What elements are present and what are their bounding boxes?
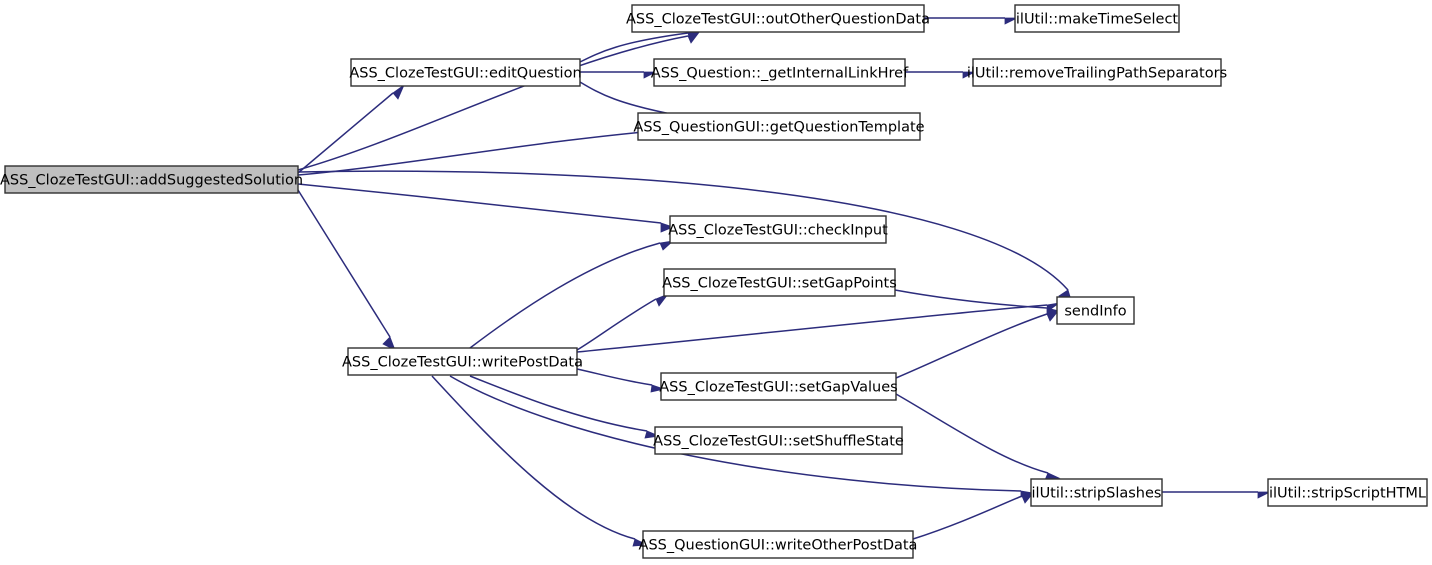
node-box[interactable] — [653, 58, 906, 87]
edge-line — [297, 128, 678, 176]
node-box[interactable] — [350, 58, 581, 87]
node-label: ASS_ClozeTestGUI::outOtherQuestionData — [626, 12, 930, 28]
edge-line — [895, 393, 1049, 474]
node-label: ilUtil::stripScriptHTML — [1269, 486, 1426, 502]
graph-node-addSuggestedSolution[interactable]: ASS_ClozeTestGUI::addSuggestedSolution — [0, 165, 303, 194]
node-label: ASS_ClozeTestGUI::writePostData — [342, 355, 583, 371]
graph-node-stripScriptHTML[interactable]: ilUtil::stripScriptHTML — [1267, 478, 1428, 507]
node-box[interactable] — [642, 530, 914, 559]
edge-line — [912, 495, 1023, 540]
edge-line — [576, 298, 657, 351]
edge-line — [297, 92, 394, 174]
edge-line — [297, 35, 689, 171]
edge-line — [431, 375, 636, 540]
node-box[interactable] — [347, 347, 578, 376]
node-label: ASS_ClozeTestGUI::setGapValues — [659, 380, 897, 396]
arrowhead-icon — [962, 71, 976, 79]
edge-line — [579, 32, 689, 63]
arrowhead-icon — [650, 384, 666, 393]
graph-node-getQuestionTemplate[interactable]: ASS_QuestionGUI::getQuestionTemplate — [633, 112, 925, 141]
edge-line — [579, 81, 682, 117]
edge-setGapValues-to-sendInfo — [895, 309, 1061, 379]
node-label: ilUtil::makeTimeSelect — [1016, 12, 1179, 28]
node-label: ASS_ClozeTestGUI::addSuggestedSolution — [0, 173, 303, 189]
node-box[interactable] — [631, 4, 925, 33]
edge-stripSlashes-to-stripScriptHTML — [1162, 491, 1271, 499]
arrowhead-icon — [1046, 309, 1061, 322]
node-box[interactable] — [1056, 296, 1135, 325]
graph-node-makeTimeSelect[interactable]: ilUtil::makeTimeSelect — [1014, 4, 1180, 33]
graph-node-getInternalLinkHref[interactable]: ASS_Question::_getInternalLinkHref — [651, 58, 909, 87]
node-box[interactable] — [663, 268, 896, 297]
edge-editQuestion-to-getInternalLinkHref — [580, 71, 657, 79]
edge-line — [576, 304, 1048, 353]
node-label: ASS_QuestionGUI::getQuestionTemplate — [633, 120, 924, 136]
node-box[interactable] — [1267, 478, 1428, 507]
graph-node-writeOtherPostData[interactable]: ASS_QuestionGUI::writeOtherPostData — [639, 530, 918, 559]
arrowhead-icon — [382, 336, 396, 351]
edge-line — [469, 375, 648, 432]
node-label: ASS_ClozeTestGUI::setShuffleState — [653, 434, 904, 450]
arrowhead-icon — [1257, 491, 1271, 499]
arrowhead-icon — [643, 71, 657, 79]
node-label: ilUtil::stripSlashes — [1032, 486, 1162, 502]
edge-line — [449, 375, 1022, 492]
edge-addSuggestedSolution-to-writePostData — [297, 189, 396, 351]
graph-node-setShuffleState[interactable]: ASS_ClozeTestGUI::setShuffleState — [653, 426, 904, 455]
node-label: ASS_ClozeTestGUI::editQuestion — [349, 66, 581, 82]
graph-node-editQuestion[interactable]: ASS_ClozeTestGUI::editQuestion — [349, 58, 582, 87]
graph-node-setGapPoints[interactable]: ASS_ClozeTestGUI::setGapPoints — [662, 268, 897, 297]
graph-node-setGapValues[interactable]: ASS_ClozeTestGUI::setGapValues — [659, 372, 898, 401]
graph-node-stripSlashes[interactable]: ilUtil::stripSlashes — [1030, 478, 1163, 507]
graph-node-checkInput[interactable]: ASS_ClozeTestGUI::checkInput — [668, 215, 888, 244]
node-box[interactable] — [660, 372, 897, 401]
node-label: sendInfo — [1064, 304, 1126, 320]
graph-node-writePostData[interactable]: ASS_ClozeTestGUI::writePostData — [342, 347, 583, 376]
node-box[interactable] — [669, 215, 887, 244]
node-label: ASS_QuestionGUI::writeOtherPostData — [639, 538, 918, 554]
graph-node-sendInfo[interactable]: sendInfo — [1056, 296, 1135, 325]
edge-line — [469, 242, 661, 349]
edge-writePostData-to-setGapPoints — [576, 293, 670, 351]
node-box[interactable] — [972, 58, 1222, 87]
graph-node-removeTrailingPathSeparators[interactable]: ilUtil::removeTrailingPathSeparators — [967, 58, 1227, 87]
node-box[interactable] — [637, 112, 921, 141]
edge-getInternalLinkHref-to-removeTrailingPathSeparators — [905, 71, 976, 79]
node-box[interactable] — [1014, 4, 1180, 33]
arrowhead-icon — [660, 222, 675, 233]
node-label: ilUtil::removeTrailingPathSeparators — [967, 66, 1227, 82]
graph-node-outOtherQuestionData[interactable]: ASS_ClozeTestGUI::outOtherQuestionData — [626, 4, 930, 33]
node-box[interactable] — [4, 165, 299, 194]
edge-line — [576, 368, 653, 386]
edge-line — [895, 313, 1048, 379]
node-box[interactable] — [1030, 478, 1163, 507]
edge-writePostData-to-setGapValues — [576, 368, 666, 393]
arrowhead-icon — [392, 83, 405, 100]
node-label: ASS_ClozeTestGUI::setGapPoints — [662, 276, 897, 292]
arrowhead-icon — [1004, 17, 1018, 25]
edge-line — [297, 189, 391, 338]
node-label: ASS_Question::_getInternalLinkHref — [651, 66, 909, 82]
edge-line — [894, 289, 1048, 309]
edge-addSuggestedSolution-to-checkInput — [297, 183, 675, 233]
node-box[interactable] — [654, 426, 903, 455]
nodes-layer: ASS_ClozeTestGUI::addSuggestedSolutionAS… — [0, 4, 1428, 559]
node-label: ASS_ClozeTestGUI::checkInput — [668, 223, 888, 239]
edge-line — [297, 170, 1069, 291]
edge-addSuggestedSolution-to-editQuestion — [297, 83, 405, 174]
edge-line — [297, 183, 662, 224]
arrowhead-icon — [655, 293, 670, 307]
edge-outOtherQuestionData-to-makeTimeSelect — [924, 17, 1018, 25]
